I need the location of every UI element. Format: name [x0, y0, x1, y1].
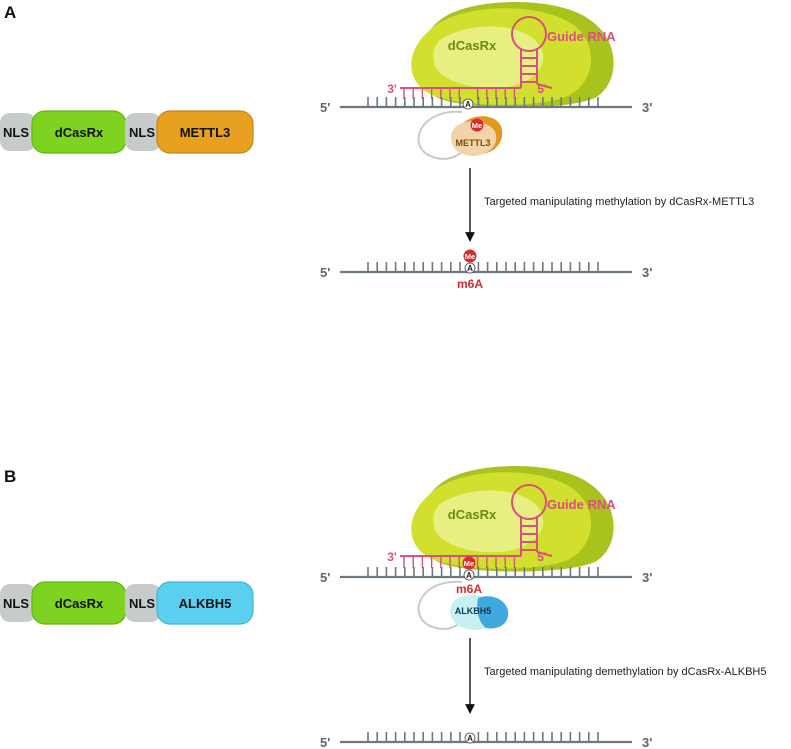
panel-b-letter: B [4, 467, 16, 486]
rna-5-prime: 5' [320, 735, 330, 749]
panel-a-target-rna [340, 97, 632, 109]
effector-label: ALKBH5 [179, 596, 232, 611]
dcasrx-protein-label: dCasRx [448, 507, 497, 522]
guide-3-prime: 3' [387, 82, 397, 96]
panel-a-dcasrx-protein: dCasRx [411, 2, 614, 108]
adenosine-label: A [465, 100, 471, 109]
panel-a-guide-rna [400, 16, 553, 89]
mettl3-box [156, 110, 254, 154]
rna-5-prime: 5' [320, 100, 330, 115]
panel-b-product-rna [340, 732, 632, 744]
rna-5-prime: 5' [320, 570, 330, 585]
guide-rna-label: Guide RNA [547, 29, 616, 44]
guide-5-prime: 5' [537, 550, 547, 564]
adenosine-label: A [466, 571, 472, 580]
linker-loop [417, 110, 471, 160]
adenosine-unmethylated [464, 732, 476, 744]
nls-label: NLS [3, 125, 29, 140]
effector-label: METTL3 [180, 125, 231, 140]
guide-hairpin-loop [511, 16, 547, 52]
cas-blob-shape [433, 26, 544, 89]
adenosine-target [462, 98, 474, 110]
nls-box [125, 113, 161, 151]
cas-blob-shape [433, 490, 544, 553]
nls-label: NLS [129, 125, 155, 140]
panel-b-dcasrx-protein: dCasRx [411, 466, 614, 572]
mettl3-enzyme: METTL3 Me [450, 116, 503, 156]
methyl-label: Me [465, 252, 475, 261]
mettl3-light-lobe [450, 121, 497, 156]
methyl-group [463, 249, 477, 263]
dcasrx-label: dCasRx [55, 125, 104, 140]
panel-b-construct: NLS dCasRx NLS ALKBH5 [0, 581, 254, 625]
mettl3-label: METTL3 [456, 138, 491, 148]
guide-5-prime: 5' [537, 82, 547, 96]
rna-3-prime: 3' [642, 265, 652, 280]
guide-rna-label: Guide RNA [547, 497, 616, 512]
rna-5-prime: 5' [320, 265, 330, 280]
panel-b: B NLS dCasRx NLS ALKBH5 dCasRx [0, 466, 767, 749]
nls-box [0, 584, 36, 622]
m6a-label: m6A [456, 582, 482, 596]
alkbh5-box [156, 581, 254, 625]
panel-b-target-rna [340, 567, 632, 579]
guide-hairpin-loop [511, 484, 547, 520]
nls-label: NLS [3, 596, 29, 611]
nls-box [0, 113, 36, 151]
panel-b-guide-rna [400, 484, 553, 557]
guide-3-prime: 3' [387, 550, 397, 564]
methyl-group [470, 118, 484, 132]
methylation-caption: Targeted manipulating methylation by dCa… [484, 196, 754, 208]
alkbh5-dark-lobe [477, 596, 509, 629]
adenosine-methylated [463, 569, 475, 581]
methyl-group [462, 556, 476, 570]
demethylation-caption: Targeted manipulating demethylation by d… [484, 666, 767, 678]
rna-3-prime: 3' [642, 735, 652, 749]
dcasrx-protein-label: dCasRx [448, 38, 497, 53]
rna-3-prime: 3' [642, 570, 652, 585]
panel-a-construct: NLS dCasRx NLS METTL3 [0, 110, 254, 154]
methyl-label: Me [472, 121, 482, 130]
nls-label: NLS [129, 596, 155, 611]
adenosine-label: A [467, 734, 473, 743]
alkbh5-enzyme: ALKBH5 [450, 595, 509, 630]
nls-box [125, 584, 161, 622]
m6a-label: m6A [457, 277, 483, 291]
panel-a-letter: A [4, 3, 16, 22]
panel-a: A NLS dCasRx NLS METTL3 dCasRx [0, 2, 754, 291]
adenosine-label: A [467, 264, 473, 273]
methyl-label: Me [464, 559, 474, 568]
adenosine-methylated [464, 262, 476, 274]
alkbh5-label: ALKBH5 [455, 606, 492, 616]
rna-3-prime: 3' [642, 100, 652, 115]
panel-a-product-rna [340, 262, 632, 274]
dcasrx-label: dCasRx [55, 596, 104, 611]
panel-b-guide-pairing [403, 556, 516, 568]
